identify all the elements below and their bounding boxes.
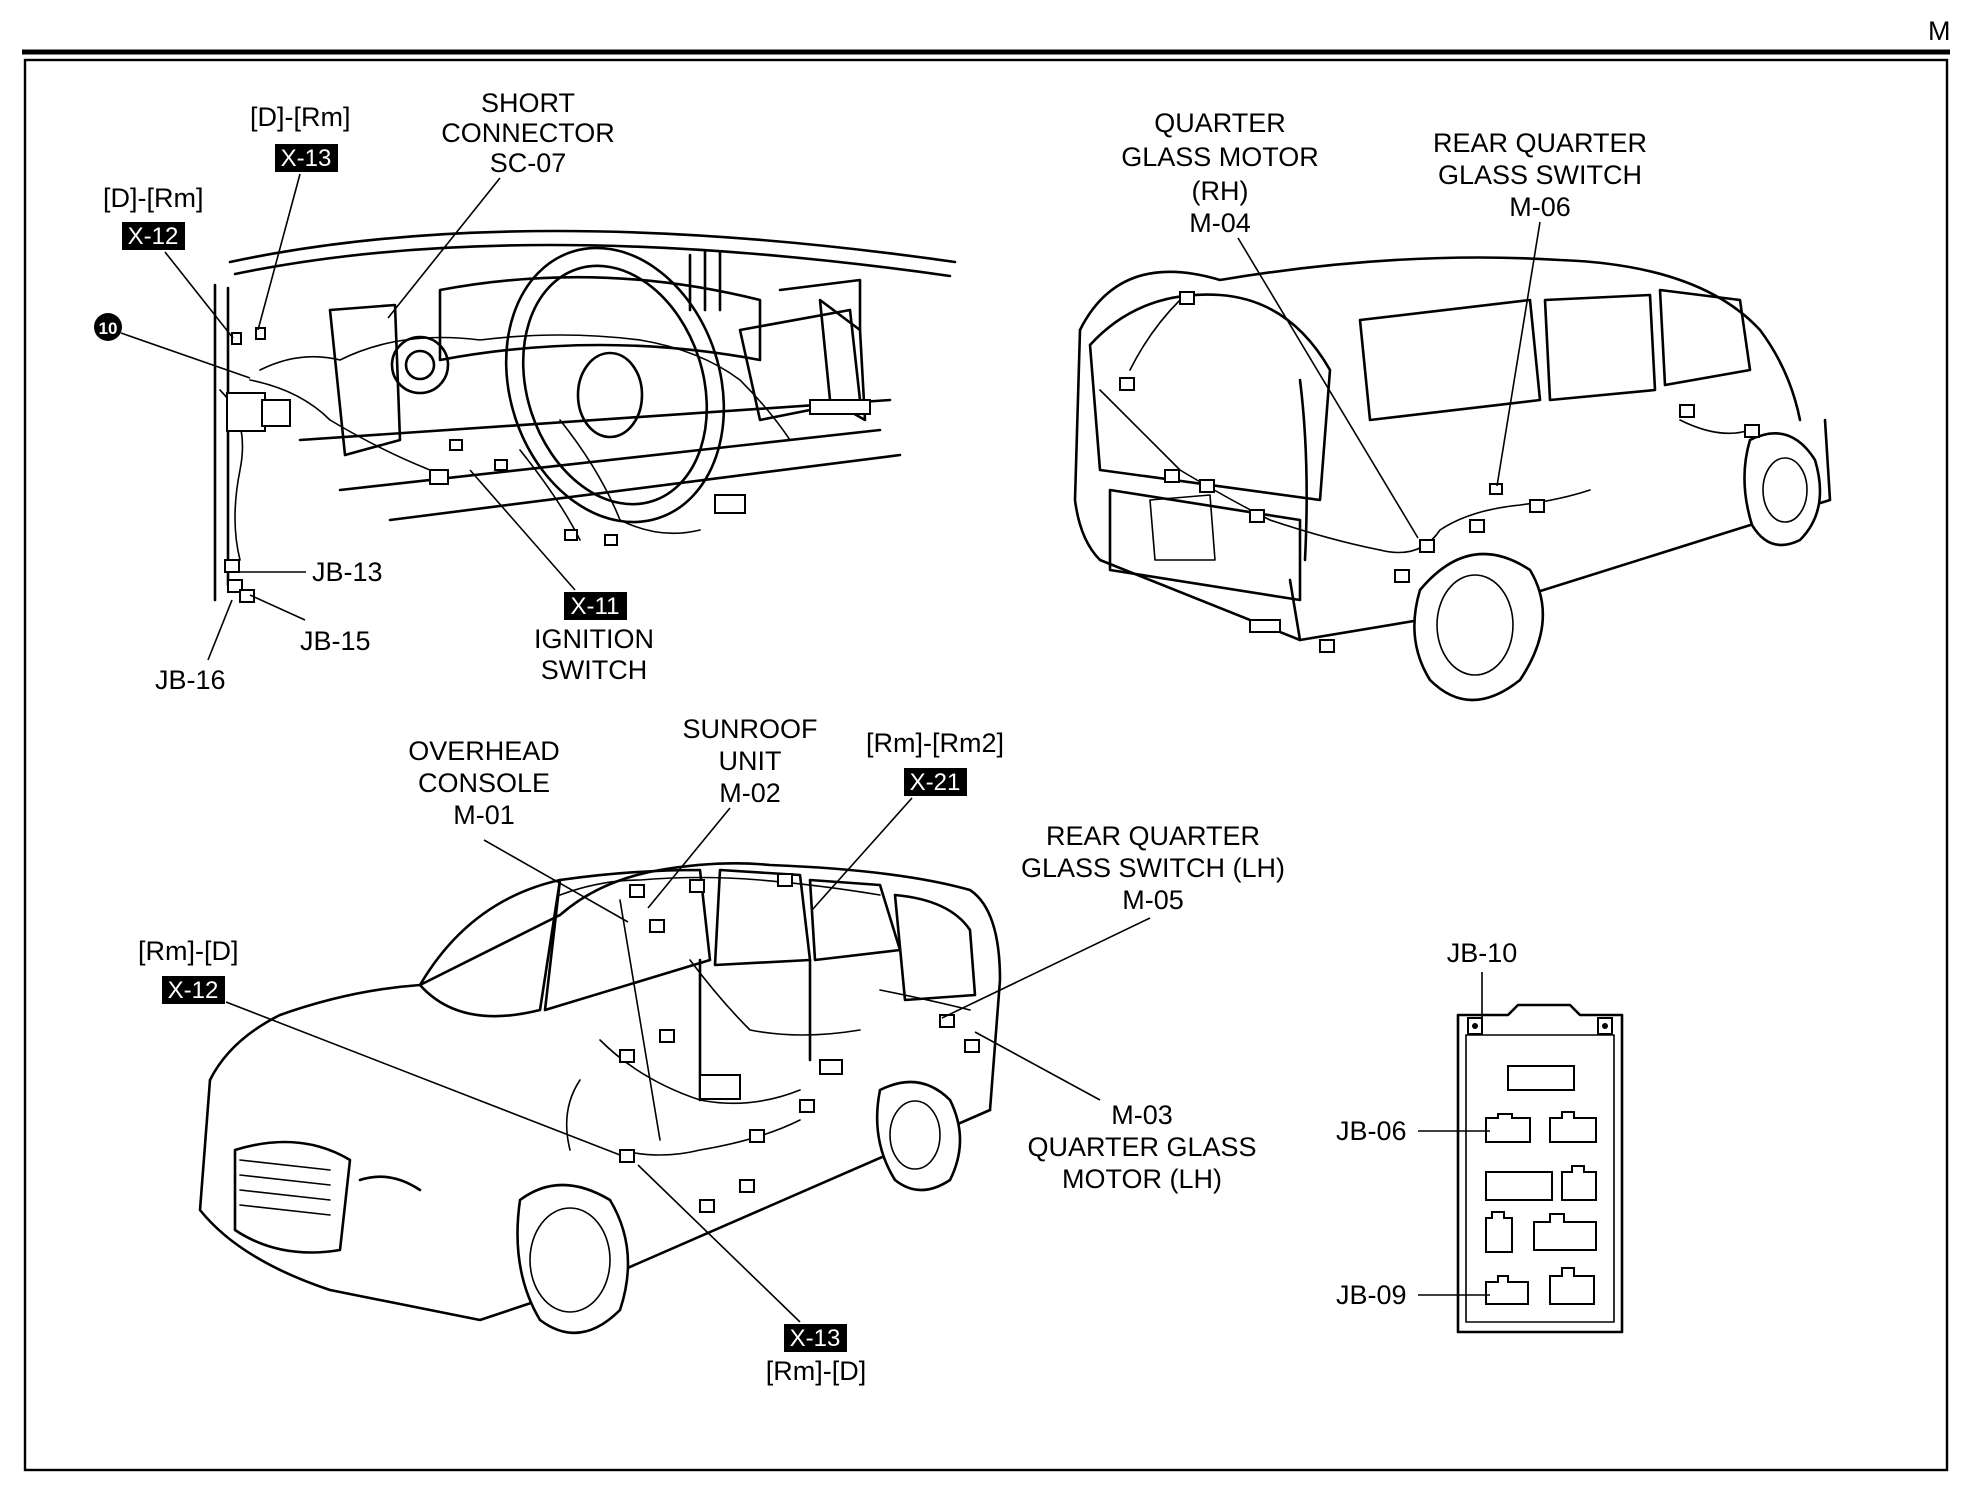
svg-text:M-04: M-04 <box>1189 208 1251 238</box>
ten-marker-label: 10 <box>99 319 118 338</box>
van-rear-view-drawing <box>1073 256 1832 702</box>
svg-text:SHORT: SHORT <box>481 88 575 118</box>
svg-text:REAR QUARTER: REAR QUARTER <box>1433 128 1647 158</box>
jb16-label: JB-16 <box>155 665 226 695</box>
svg-text:GLASS SWITCH (LH): GLASS SWITCH (LH) <box>1021 853 1285 883</box>
rear-quarter-glass-switch-leader <box>1496 221 1541 487</box>
dashboard-harness-drawing: 10 <box>94 229 957 603</box>
sunroof-unit-label: SUNROOF UNIT M-02 <box>683 714 818 808</box>
short-connector-leader <box>387 177 501 319</box>
x13-top-label: [D]-[Rm] <box>250 102 351 132</box>
svg-text:QUARTER GLASS: QUARTER GLASS <box>1027 1132 1256 1162</box>
x12-bottom-leader <box>225 1001 621 1156</box>
x12-top-tag: X-12 <box>128 223 179 250</box>
jb16-leader <box>207 599 233 661</box>
x12-bottom-tag: X-12 <box>168 977 219 1004</box>
x11-tag-bg <box>564 592 627 620</box>
jb06-label: JB-06 <box>1336 1116 1407 1146</box>
jb15-label: JB-15 <box>300 626 371 656</box>
svg-text:REAR QUARTER: REAR QUARTER <box>1046 821 1260 851</box>
svg-text:M-06: M-06 <box>1509 192 1571 222</box>
quarter-glass-motor-lh-leader <box>974 1031 1101 1101</box>
x13-top-tag-bg <box>275 144 338 172</box>
x12-bottom-label: [Rm]-[D] <box>138 936 239 966</box>
svg-text:GLASS MOTOR: GLASS MOTOR <box>1121 142 1319 172</box>
junction-block-drawing <box>1456 1003 1624 1334</box>
overhead-console-leader <box>483 839 629 923</box>
rear-quarter-glass-switch-label: REAR QUARTER GLASS SWITCH M-06 <box>1433 128 1647 222</box>
sunroof-unit-leader <box>647 807 731 909</box>
svg-text:M-02: M-02 <box>719 778 781 808</box>
diagram-border <box>23 58 1949 1472</box>
x21-label: [Rm]-[Rm2] <box>866 728 1004 758</box>
x12-top-tag-bg <box>122 222 185 250</box>
ignition-switch-label-2: SWITCH <box>541 655 647 685</box>
svg-text:MOTOR (LH): MOTOR (LH) <box>1062 1164 1222 1194</box>
x13-bottom-tag: X-13 <box>790 1325 841 1352</box>
quarter-glass-motor-rh-label: QUARTER GLASS MOTOR (RH) M-04 <box>1121 108 1319 238</box>
van-front-view-drawing <box>198 862 1002 1335</box>
section-letter: M <box>1928 16 1951 46</box>
x12-top-leader <box>164 251 234 339</box>
ignition-switch-leader <box>469 469 576 591</box>
x21-leader <box>811 797 913 911</box>
ten-marker-dot <box>94 313 122 341</box>
ignition-switch-label: IGNITION <box>534 624 654 654</box>
x13-bottom-leader <box>637 1164 801 1323</box>
svg-text:CONSOLE: CONSOLE <box>418 768 550 798</box>
svg-text:SC-07: SC-07 <box>490 148 567 178</box>
jb15-leader <box>249 594 306 621</box>
rear-quarter-glass-switch-lh-leader <box>941 917 1151 1019</box>
x21-tag-bg <box>904 768 967 796</box>
x12-top-label: [D]-[Rm] <box>103 183 204 213</box>
x21-tag: X-21 <box>910 769 961 796</box>
svg-text:GLASS SWITCH: GLASS SWITCH <box>1438 160 1642 190</box>
jb13-label: JB-13 <box>312 557 383 587</box>
svg-text:M-03: M-03 <box>1111 1100 1173 1130</box>
x13-bottom-label: [Rm]-[D] <box>766 1356 867 1386</box>
svg-text:CONNECTOR: CONNECTOR <box>441 118 615 148</box>
jb09-label: JB-09 <box>1336 1280 1407 1310</box>
svg-text:OVERHEAD: OVERHEAD <box>408 736 560 766</box>
x12-bottom-tag-bg <box>162 976 225 1004</box>
x11-tag: X-11 <box>571 593 620 620</box>
short-connector-label: SHORT CONNECTOR SC-07 <box>441 88 615 178</box>
svg-text:UNIT: UNIT <box>719 746 782 776</box>
x13-top-leader <box>257 173 301 331</box>
ten-marker-leader <box>120 332 251 379</box>
svg-text:(RH): (RH) <box>1192 176 1249 206</box>
overhead-console-label: OVERHEAD CONSOLE M-01 <box>408 736 560 830</box>
svg-text:SUNROOF: SUNROOF <box>683 714 818 744</box>
quarter-glass-motor-lh-label: M-03 QUARTER GLASS MOTOR (LH) <box>1027 1100 1256 1194</box>
x13-top-tag: X-13 <box>281 145 332 172</box>
jb10-label: JB-10 <box>1447 938 1518 968</box>
quarter-glass-motor-rh-leader <box>1237 237 1419 539</box>
svg-text:M-05: M-05 <box>1122 885 1184 915</box>
x13-bottom-tag-bg <box>784 1324 847 1352</box>
svg-text:QUARTER: QUARTER <box>1154 108 1286 138</box>
rear-quarter-glass-switch-lh-label: REAR QUARTER GLASS SWITCH (LH) M-05 <box>1021 821 1285 915</box>
svg-text:M-01: M-01 <box>453 800 515 830</box>
